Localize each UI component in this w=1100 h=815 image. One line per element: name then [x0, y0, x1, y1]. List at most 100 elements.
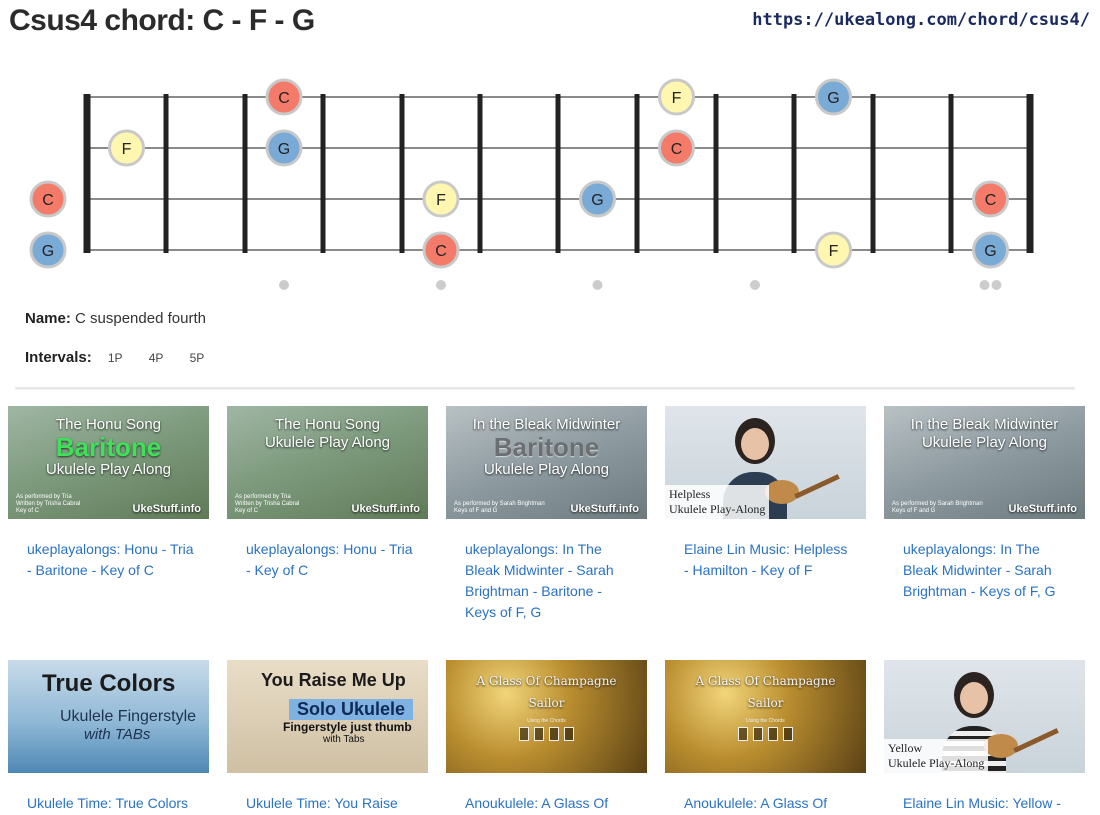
- interval-item: 5P: [189, 351, 205, 365]
- note-dot-c: [265, 78, 303, 116]
- fret-marker: [991, 280, 1002, 290]
- note-dot-c: [29, 180, 67, 218]
- thumb-credits: As performed by Tria Written by Trisha C…: [235, 494, 300, 514]
- thumb-text: In the Bleak Midwinter: [910, 416, 1059, 433]
- video-thumbnail[interactable]: Yellow Ukulele Play-Along: [884, 660, 1085, 773]
- video-title-link[interactable]: ukeplayalongs: In The Bleak Midwinter - …: [465, 541, 614, 620]
- thumb-text: Sailor: [528, 696, 565, 710]
- ukulele-image: [765, 480, 799, 504]
- page-url[interactable]: https://ukealong.com/chord/csus4/: [752, 10, 1090, 30]
- video-card[interactable]: The Honu Song Ukulele Play Along As perf…: [227, 406, 428, 581]
- note-dot-g: [29, 231, 67, 269]
- fret-marker: [279, 280, 289, 290]
- video-card[interactable]: In the Bleak Midwinter Baritone Ukulele …: [446, 406, 647, 623]
- video-card[interactable]: A Glass Of Champagne Sailor Using the Ch…: [665, 660, 866, 814]
- thumb-text: True Colors: [42, 670, 176, 697]
- thumb-text: Ukulele Play Along: [921, 434, 1048, 451]
- video-thumbnail[interactable]: In the Bleak Midwinter Ukulele Play Alon…: [884, 406, 1085, 519]
- video-title-link[interactable]: Elaine Lin Music: Helpless - Hamilton - …: [684, 541, 848, 578]
- thumb-text: A Glass Of Champagne: [476, 674, 617, 688]
- video-title-link[interactable]: ukeplayalongs: Honu - Tria - Baritone - …: [27, 541, 194, 578]
- video-card[interactable]: True Colors Ukulele Fingerstyle with TAB…: [8, 660, 209, 814]
- video-thumbnail[interactable]: A Glass Of Champagne Sailor Using the Ch…: [446, 660, 647, 773]
- video-card[interactable]: The Honu Song Baritone Ukulele Play Alon…: [8, 406, 209, 581]
- video-title-link[interactable]: Ukulele Time: You Raise: [246, 795, 398, 811]
- page-title: Csus4 chord: C - F - G: [9, 4, 315, 37]
- note-dot-f: [422, 180, 460, 218]
- ukulele-neck: [794, 474, 840, 499]
- chord-intervals: Intervals: 1P 4P 5P: [25, 349, 204, 366]
- thumb-brand: UkeStuff.info: [570, 503, 639, 515]
- video-thumbnail[interactable]: Helpless Ukulele Play-Along: [665, 406, 866, 519]
- ukulele-neck: [1013, 728, 1059, 753]
- fret-marker: [592, 280, 603, 290]
- thumb-text: Ukulele Play Along: [483, 461, 610, 478]
- video-title-link[interactable]: Anoukulele: A Glass Of: [684, 795, 828, 811]
- thumb-text: with TABs: [84, 726, 151, 743]
- note-label: F: [436, 192, 446, 209]
- video-card[interactable]: Yellow Ukulele Play-Along Elaine Lin Mus…: [884, 660, 1085, 814]
- thumb-brand: UkeStuff.info: [351, 503, 420, 515]
- video-thumbnail[interactable]: True Colors Ukulele Fingerstyle with TAB…: [8, 660, 209, 773]
- video-card[interactable]: In the Bleak Midwinter Ukulele Play Alon…: [884, 406, 1085, 602]
- video-card[interactable]: You Raise Me Up Solo Ukulele Fingerstyle…: [227, 660, 428, 814]
- thumb-text: Fingerstyle just thumb: [283, 720, 412, 734]
- thumb-brand: UkeStuff.info: [132, 503, 201, 515]
- video-thumbnail[interactable]: A Glass Of Champagne Sailor Using the Ch…: [665, 660, 866, 773]
- note-dot-g: [972, 231, 1009, 269]
- thumb-text: Ukulele Fingerstyle: [60, 708, 197, 725]
- thumb-caption: Yellow Ukulele Play-Along: [884, 739, 989, 773]
- video-title-link[interactable]: Ukulele Time: True Colors: [27, 795, 189, 811]
- video-card[interactable]: A Glass Of Champagne Sailor Using the Ch…: [446, 660, 647, 814]
- note-dot-c: [658, 129, 695, 167]
- note-label: G: [591, 192, 603, 209]
- note-dot-f: [658, 78, 695, 116]
- note-label: G: [984, 243, 996, 260]
- note-dot-g: [579, 180, 616, 218]
- video-title-link[interactable]: Elaine Lin Music: Yellow -: [903, 795, 1061, 811]
- chord-boxes: [738, 727, 793, 741]
- note-label: G: [278, 141, 290, 158]
- thumb-text: Baritone: [55, 432, 162, 462]
- video-title-link[interactable]: Anoukulele: A Glass Of: [465, 795, 609, 811]
- video-thumbnail[interactable]: The Honu Song Ukulele Play Along As perf…: [227, 406, 428, 519]
- note-label: F: [672, 90, 682, 107]
- note-label: C: [435, 243, 447, 260]
- video-thumbnail[interactable]: The Honu Song Baritone Ukulele Play Alon…: [8, 406, 209, 519]
- note-label: F: [829, 243, 839, 260]
- note-label: F: [122, 141, 132, 158]
- note-dot-f: [108, 129, 145, 167]
- thumb-text: Solo Ukulele: [289, 699, 414, 720]
- video-thumbnail[interactable]: You Raise Me Up Solo Ukulele Fingerstyle…: [227, 660, 428, 773]
- fret-marker: [750, 280, 760, 290]
- note-dot-c: [972, 180, 1009, 218]
- thumb-caption-line: Yellow: [888, 741, 923, 755]
- thumb-text: The Honu Song: [274, 416, 381, 433]
- thumb-text: with Tabs: [323, 734, 365, 745]
- thumb-brand: UkeStuff.info: [1008, 503, 1077, 515]
- note-dot-f: [815, 231, 852, 269]
- thumb-text: A Glass Of Champagne: [695, 674, 836, 688]
- thumb-text: In the Bleak Midwinter: [472, 416, 621, 433]
- thumb-text: You Raise Me Up: [261, 670, 406, 690]
- fret-marker: [979, 280, 990, 290]
- video-title-link[interactable]: ukeplayalongs: In The Bleak Midwinter - …: [903, 541, 1056, 599]
- thumb-text: Ukulele Play Along: [45, 461, 172, 478]
- chord-name: Name: C suspended fourth: [25, 310, 206, 327]
- note-dot-g: [815, 78, 852, 116]
- thumb-caption: Helpless Ukulele Play-Along: [665, 485, 770, 519]
- person-face: [741, 428, 769, 460]
- note-label: C: [278, 90, 290, 107]
- video-thumbnail[interactable]: In the Bleak Midwinter Baritone Ukulele …: [446, 406, 647, 519]
- video-title-link[interactable]: ukeplayalongs: Honu - Tria - Key of C: [246, 541, 413, 578]
- note-label: G: [42, 243, 54, 260]
- interval-item: 4P: [148, 351, 164, 365]
- ukulele-image: [984, 734, 1018, 758]
- thumb-text: Using the Chords: [746, 718, 785, 724]
- video-card[interactable]: Helpless Ukulele Play-Along Elaine Lin M…: [665, 406, 866, 581]
- chord-boxes: [519, 727, 574, 741]
- note-dot-c: [422, 231, 460, 269]
- thumb-text: Using the Chords: [527, 718, 566, 724]
- note-label: G: [827, 90, 839, 107]
